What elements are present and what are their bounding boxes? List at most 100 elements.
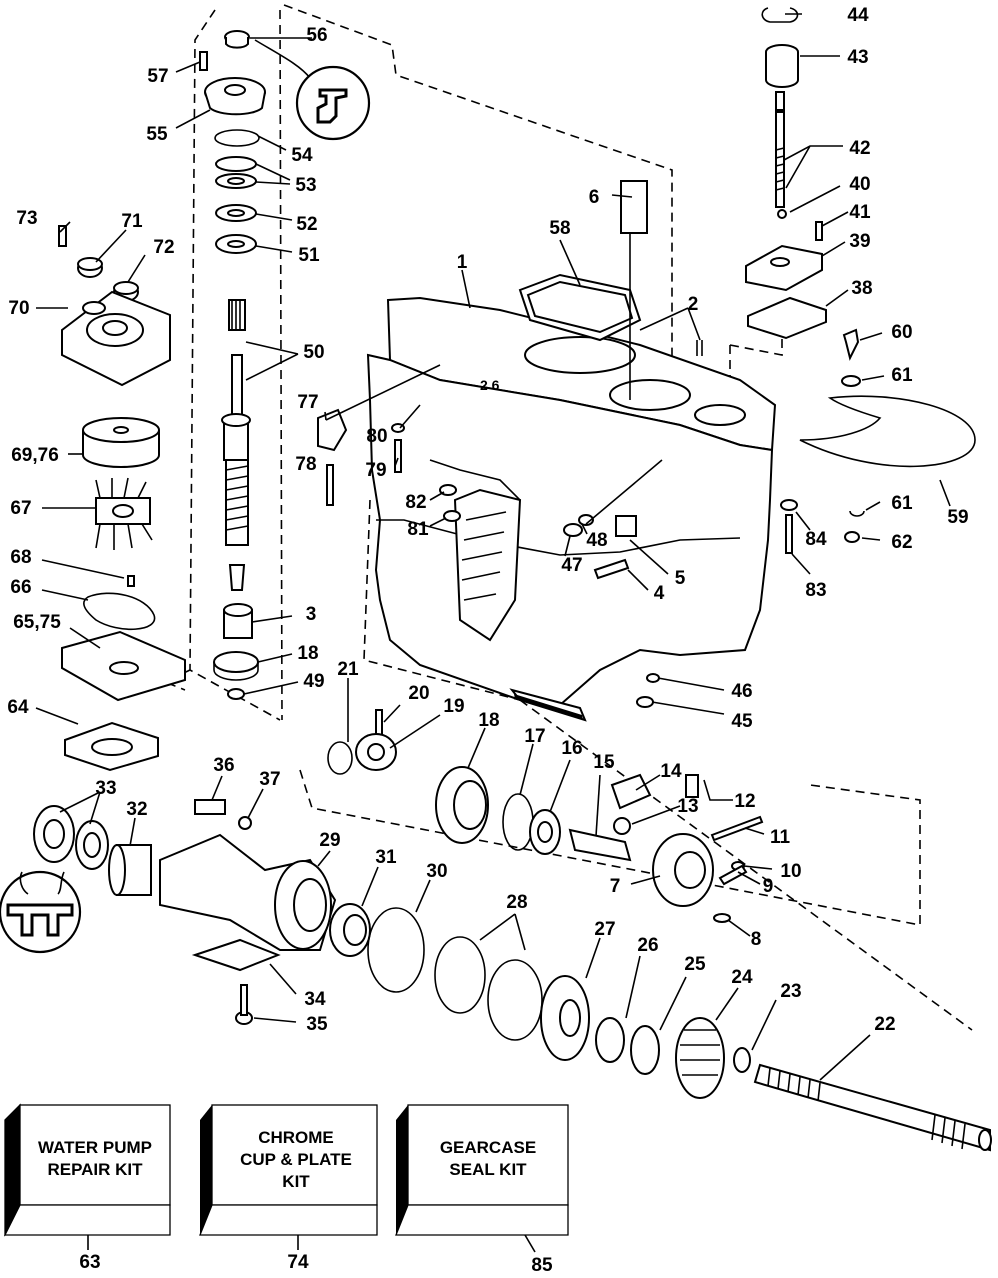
- part-5-screw: [615, 515, 637, 537]
- part-42-shift-rod: [775, 111, 785, 208]
- part-26-bearing: [595, 1017, 625, 1063]
- kit-water-pump: WATER PUMP REPAIR KIT 63: [3, 1103, 171, 1273]
- part-18-pinion: [213, 651, 259, 673]
- label-24: 24: [731, 967, 753, 988]
- label-80: 80: [366, 426, 387, 447]
- leader-lines: [35, 13, 951, 1081]
- part-8-pin: [713, 913, 731, 923]
- part-15-clutch: [568, 828, 632, 862]
- kit-gearcase-seal-line2: SEAL KIT: [449, 1160, 527, 1179]
- label-71: 71: [121, 211, 143, 232]
- label-29: 29: [319, 830, 340, 851]
- part-23-washer: [733, 1047, 751, 1073]
- kit-gearcase-seal: GEARCASE SEAL KIT 85: [395, 1104, 569, 1276]
- part-77-bracket: [317, 408, 348, 452]
- label-62: 62: [891, 532, 912, 553]
- label-68: 68: [10, 547, 31, 568]
- label-19: 19: [443, 696, 464, 717]
- part-2-pin: [696, 340, 703, 356]
- label-23: 23: [780, 981, 801, 1002]
- kit-chrome-cup-number: 74: [287, 1252, 309, 1273]
- label-15: 15: [593, 752, 615, 773]
- label-78: 78: [295, 454, 316, 475]
- part-57-screw: [199, 51, 208, 71]
- label-84: 84: [805, 529, 827, 550]
- label-83: 83: [805, 580, 826, 601]
- label-65: 65,75: [13, 612, 61, 633]
- part-14-shifter: [610, 773, 652, 810]
- label-61a: 61: [891, 365, 913, 386]
- part-4-screw: [593, 558, 630, 580]
- label-35: 35: [306, 1014, 328, 1035]
- part-62-nut: [844, 531, 860, 543]
- part-22-propshaft: [753, 1063, 992, 1152]
- label-64: 64: [7, 697, 29, 718]
- part-6-plug: [620, 180, 648, 234]
- part-9-spring: [718, 864, 748, 886]
- part-81-screw: [443, 510, 461, 522]
- kit-chrome-cup-line3: KIT: [282, 1172, 310, 1191]
- label-2: 2: [688, 294, 699, 315]
- label-37: 37: [259, 769, 280, 790]
- part-labels: 1 2 3 4 5 6 7 8 9 10 11 12 13 14 15 16 1…: [7, 5, 968, 1035]
- label-45: 45: [731, 711, 753, 732]
- label-4: 4: [654, 583, 665, 604]
- label-26: 26: [637, 935, 658, 956]
- label-60: 60: [891, 322, 912, 343]
- label-34: 34: [304, 989, 326, 1010]
- sealant-tube-icon: [254, 39, 371, 141]
- label-38: 38: [851, 278, 872, 299]
- label-43: 43: [847, 47, 868, 68]
- part-60-screw: [842, 328, 860, 361]
- label-21: 21: [337, 659, 359, 680]
- part-73-screw: [58, 225, 67, 247]
- label-3: 3: [306, 604, 317, 625]
- label-25: 25: [684, 954, 706, 975]
- part-41-screw: [815, 221, 823, 241]
- kit-water-pump-line2: REPAIR KIT: [47, 1160, 143, 1179]
- part-46-plug: [646, 673, 660, 683]
- label-32: 32: [126, 799, 147, 820]
- part-83-stud: [785, 514, 793, 554]
- label-51: 51: [298, 245, 320, 266]
- part-50-driveshaft: [221, 299, 251, 591]
- part-68-key: [127, 575, 135, 587]
- label-33: 33: [95, 778, 116, 799]
- label-66: 66: [10, 577, 31, 598]
- label-18a: 18: [297, 643, 318, 664]
- label-67: 67: [10, 498, 31, 519]
- label-40: 40: [849, 174, 870, 195]
- part-28a-ring: [434, 936, 486, 1014]
- kit-water-pump-line1: WATER PUMP: [38, 1138, 152, 1157]
- part-40-oring: [777, 209, 787, 219]
- part-24-gear: [675, 1017, 725, 1099]
- label-11: 11: [770, 827, 791, 848]
- part-34-plate: [191, 938, 281, 972]
- label-7: 7: [610, 876, 621, 897]
- label-57: 57: [147, 66, 168, 87]
- label-52: 52: [296, 214, 317, 235]
- label-5: 5: [675, 568, 686, 589]
- part-30-oring: [367, 907, 425, 993]
- kit-chrome-cup-line2: CUP & PLATE: [240, 1150, 352, 1169]
- kit-chrome-cup: CHROME CUP & PLATE KIT 74: [199, 1104, 378, 1273]
- label-46: 46: [731, 681, 752, 702]
- label-42: 42: [849, 138, 870, 159]
- label-31: 31: [375, 847, 397, 868]
- label-1: 1: [457, 252, 468, 273]
- label-70: 70: [8, 298, 29, 319]
- label-30: 30: [426, 861, 447, 882]
- part-13-pin: [613, 817, 631, 835]
- label-44: 44: [847, 5, 869, 26]
- label-58: 58: [549, 218, 570, 239]
- kit-water-pump-number: 63: [79, 1252, 100, 1273]
- part-61-washer: [841, 375, 861, 387]
- label-17: 17: [524, 726, 545, 747]
- label-61b: 61: [891, 493, 913, 514]
- gearcase-small-parts: [317, 180, 976, 708]
- part-12-pin: [685, 774, 699, 798]
- part-66-gasket: [83, 592, 156, 630]
- part-38-gasket: [747, 296, 827, 340]
- part-47-plug: [563, 523, 583, 537]
